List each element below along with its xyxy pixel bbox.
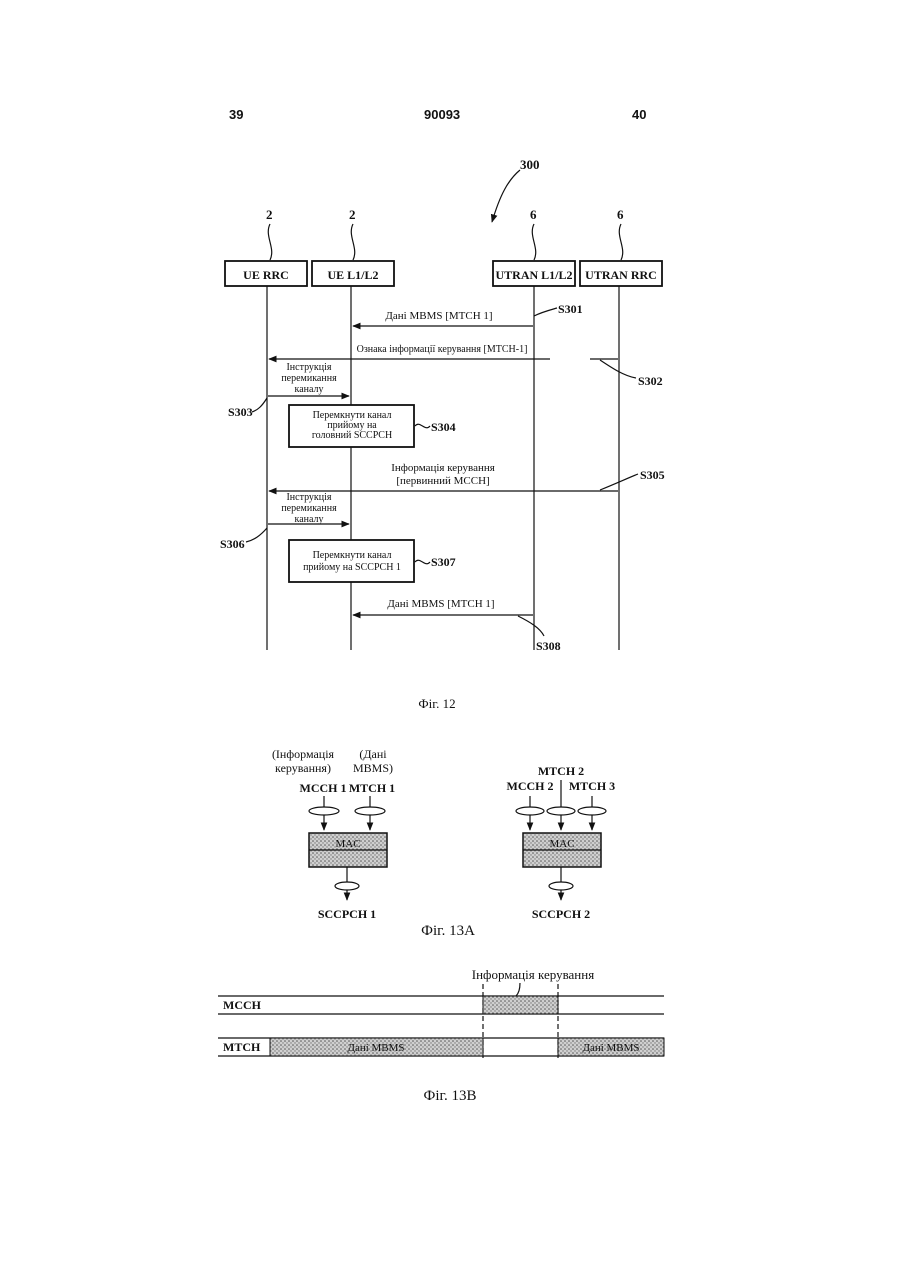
channel-mtch2: MTCH 2 (538, 764, 584, 778)
sap-ellipse (335, 882, 359, 890)
annotation-control-info: Інформація керування (472, 967, 594, 982)
figure-ref-arrow (492, 170, 520, 222)
entity-label: UTRAN RRC (585, 268, 657, 282)
leader (252, 398, 267, 412)
channel-mcch2: MCCH 2 (507, 779, 554, 793)
ref-numeral-ue-rrc: 2 (266, 207, 273, 222)
message-s308: Дані MBMS [MTCH 1] (387, 598, 494, 610)
label-control-info-line1: (Інформація (272, 747, 335, 761)
channel-mtch3: MTCH 3 (569, 779, 615, 793)
caption-fig-12: Фіг. 12 (418, 696, 455, 711)
sap-ellipse (549, 882, 573, 890)
step-s302: S302 (638, 374, 663, 388)
mtch-data-label-1: Дані MBMS (347, 1042, 404, 1054)
row-label-mtch: MTCH (223, 1040, 261, 1054)
figure-12: 300 2 2 6 6 UE RRC UE L1/L2 UTRAN L1/L2 … (220, 157, 665, 711)
ref-numeral-ue-l1l2: 2 (349, 207, 356, 222)
figure-13a: (Інформація керування) (Дані MBMS) MCCH … (272, 747, 615, 939)
mac-label-right: MAC (549, 838, 574, 850)
entity-label: UE L1/L2 (327, 268, 378, 282)
sap-ellipse (578, 807, 606, 815)
figure-ref-300: 300 (520, 157, 540, 172)
message-s301: Дані MBMS [MTCH 1] (385, 310, 492, 322)
output-sccpch2: SCCPCH 2 (532, 907, 590, 921)
channel-mtch1: MTCH 1 (349, 781, 395, 795)
leader (518, 616, 544, 636)
leader (532, 224, 535, 260)
mac-label-left: MAC (335, 838, 360, 850)
sap-ellipse (309, 807, 339, 815)
step-s301: S301 (558, 302, 583, 316)
leader (246, 528, 267, 542)
sap-ellipse (547, 807, 575, 815)
step-s305: S305 (640, 468, 665, 482)
process-s307-line1: Перемкнути канал (313, 550, 392, 561)
entity-label: UTRAN L1/L2 (495, 268, 572, 282)
sap-ellipse (516, 807, 544, 815)
message-s303-line3: каналу (294, 384, 323, 395)
leader (600, 360, 636, 378)
mtch-data-label-2: Дані MBMS (582, 1042, 639, 1054)
step-s306: S306 (220, 537, 245, 551)
entity-label: UE RRC (243, 268, 289, 282)
output-sccpch1: SCCPCH 1 (318, 907, 376, 921)
mcch-control-block (483, 996, 558, 1014)
process-s304-line3: головний SCCPCH (312, 430, 392, 441)
leader (619, 224, 622, 260)
message-s306-line3: каналу (294, 514, 323, 525)
sap-ellipse (355, 807, 385, 815)
leader (516, 983, 520, 996)
message-s305-line2: [первинний MCCH] (396, 475, 489, 487)
message-s306-line1: Інструкція (286, 492, 331, 503)
leader (534, 308, 557, 316)
figure-13b: Інформація керування MCCH MTCH Дані MBMS… (218, 967, 664, 1104)
message-s302: Ознака інформації керування [MTCH-1] (357, 344, 528, 355)
step-s303: S303 (228, 405, 253, 419)
message-s306-line2: перемикання (281, 503, 337, 514)
label-control-info-line2: керування) (275, 761, 331, 775)
leader (415, 424, 430, 427)
process-box-s307 (289, 540, 414, 582)
message-s305-line1: Інформація керування (391, 462, 495, 474)
caption-fig-13b: Фіг. 13В (424, 1088, 477, 1104)
label-mbms-data-line1: (Дані (359, 747, 387, 761)
message-s303-line1: Інструкція (286, 362, 331, 373)
channel-mcch1: MCCH 1 (300, 781, 347, 795)
step-s307: S307 (431, 555, 456, 569)
process-s307-line2: прийому на SCCPCH 1 (303, 562, 401, 573)
ref-numeral-utran-l1l2: 6 (530, 207, 537, 222)
row-label-mcch: MCCH (223, 998, 262, 1012)
ref-numeral-utran-rrc: 6 (617, 207, 624, 222)
step-s304: S304 (431, 420, 456, 434)
caption-fig-13a: Фіг. 13А (421, 923, 475, 939)
message-s303-line2: перемикання (281, 373, 337, 384)
leader (268, 224, 271, 260)
step-s308: S308 (536, 639, 561, 653)
label-mbms-data-line2: MBMS) (353, 761, 393, 775)
leader (351, 224, 354, 260)
leader (415, 560, 430, 563)
